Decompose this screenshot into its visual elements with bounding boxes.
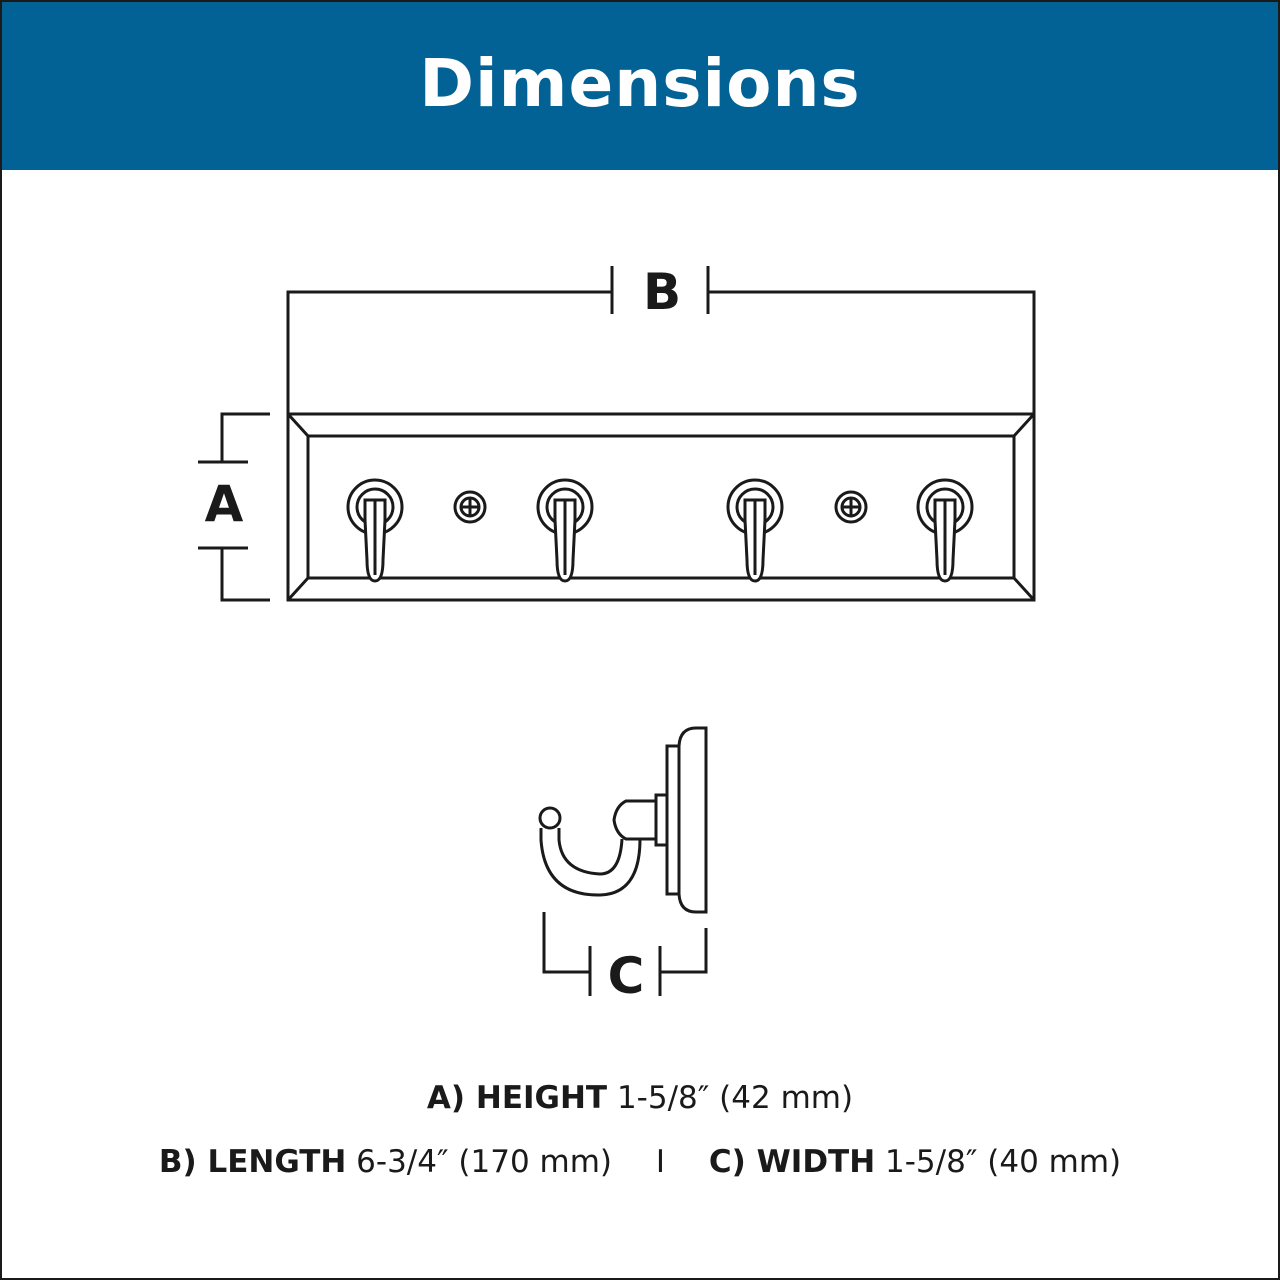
spec-width-key: C) WIDTH [708,1144,876,1180]
dimension-a-line [198,412,270,602]
label-c: C [608,947,645,1005]
label-b: B [643,263,681,321]
hook-front-4 [916,478,974,583]
dimension-c-line [542,912,708,996]
hook-front-2 [536,478,594,583]
spec-height-line: A) HEIGHT 1-5/8″ (42 mm) [0,1080,1280,1116]
dimension-b-line [286,266,1036,414]
screw-icon [834,490,868,524]
hook-side-view [538,726,708,914]
spec-height-key: A) HEIGHT [426,1080,608,1116]
header-banner: Dimensions [2,2,1278,170]
hook-front-1 [346,478,404,583]
hook-front-3 [726,478,784,583]
spec-separator: I [655,1144,666,1180]
spec-height-value: 1-5/8″ (42 mm) [616,1080,854,1116]
screw-icon [453,490,487,524]
page-title: Dimensions [419,44,861,122]
hook-rack-front-view [286,412,1036,602]
spec-length-width-line: B) LENGTH 6-3/4″ (170 mm) I C) WIDTH 1-5… [0,1144,1280,1180]
spec-length-key: B) LENGTH [158,1144,347,1180]
label-a: A [205,475,244,533]
spec-width-value: 1-5/8″ (40 mm) [885,1144,1122,1180]
spec-length-value: 6-3/4″ (170 mm) [356,1144,613,1180]
